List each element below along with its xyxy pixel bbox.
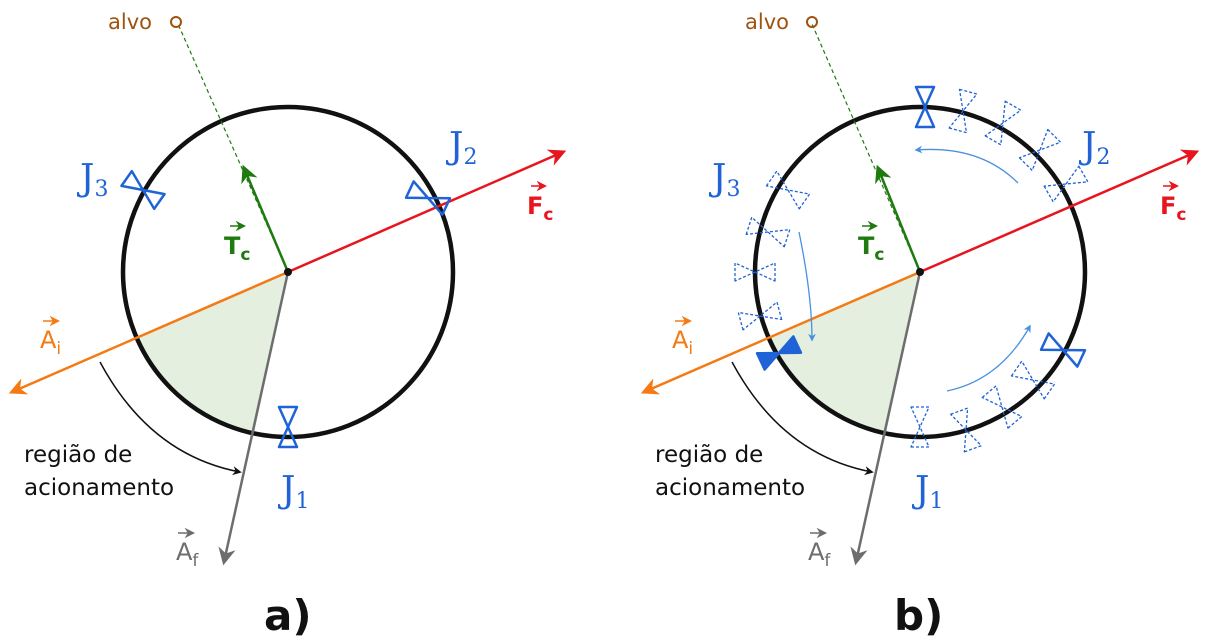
target-marker <box>170 16 182 28</box>
jet-j3-label: J3 <box>76 158 108 202</box>
motion-arrow-j2 <box>914 145 1019 184</box>
jet-j1-label: J1 <box>911 470 943 514</box>
panel-b: alvo Tc Fc Ai Af J1 J2 J3 região de acio… <box>640 10 1200 640</box>
target-label: alvo <box>108 10 152 34</box>
target-label: alvo <box>745 10 789 34</box>
motion-arrow-j1 <box>946 324 1031 392</box>
thrust-vector <box>875 164 922 273</box>
panel-caption-a: a) <box>264 591 312 640</box>
actuation-region <box>768 272 920 434</box>
body-circle <box>120 104 456 440</box>
jet-j1 <box>277 405 299 449</box>
final-label: Af <box>808 538 831 571</box>
jet-j2-label: J2 <box>445 126 477 170</box>
jet-j3 <box>120 169 166 211</box>
force-vector <box>919 149 1200 274</box>
initial-vector <box>8 270 289 395</box>
motion-arrow-j3 <box>798 231 816 342</box>
jet-j3-active <box>755 335 803 371</box>
ghost-jets <box>734 88 1089 453</box>
region-label-line2: acionamento <box>24 475 174 501</box>
thrust-vector <box>241 164 290 273</box>
actuation-region <box>137 272 288 434</box>
panel-caption-b: b) <box>894 591 943 640</box>
initial-label: Ai <box>672 326 693 359</box>
initial-vector <box>640 270 921 395</box>
initial-label: Ai <box>40 326 61 359</box>
force-label: Fc <box>1160 192 1186 225</box>
thrust-label: Tc <box>858 232 884 265</box>
center-dot <box>916 268 924 276</box>
jet-j1-rotated <box>1039 332 1087 368</box>
force-vector <box>287 149 567 274</box>
jet-j2 <box>914 85 936 129</box>
jet-j2-label: J2 <box>1078 126 1110 170</box>
force-label: Fc <box>527 192 553 225</box>
jet-j1-label: J1 <box>277 470 309 514</box>
target-marker <box>806 16 818 28</box>
region-arrow <box>731 361 874 476</box>
final-vector <box>218 271 290 566</box>
final-label: Af <box>176 538 199 571</box>
region-label-line1: região de <box>655 442 763 468</box>
region-label-line2: acionamento <box>655 475 805 501</box>
region-label-line1: região de <box>24 442 132 468</box>
panel-a: alvo Tc Fc Ai Af J1 J2 J3 região de acio… <box>8 10 567 640</box>
body-circle <box>752 104 1088 440</box>
region-arrow <box>99 361 242 476</box>
thrust-label: Tc <box>224 232 250 265</box>
jet-j3-label: J3 <box>708 158 740 202</box>
jet-j2 <box>404 180 452 216</box>
final-vector <box>850 271 922 566</box>
center-dot <box>284 268 292 276</box>
